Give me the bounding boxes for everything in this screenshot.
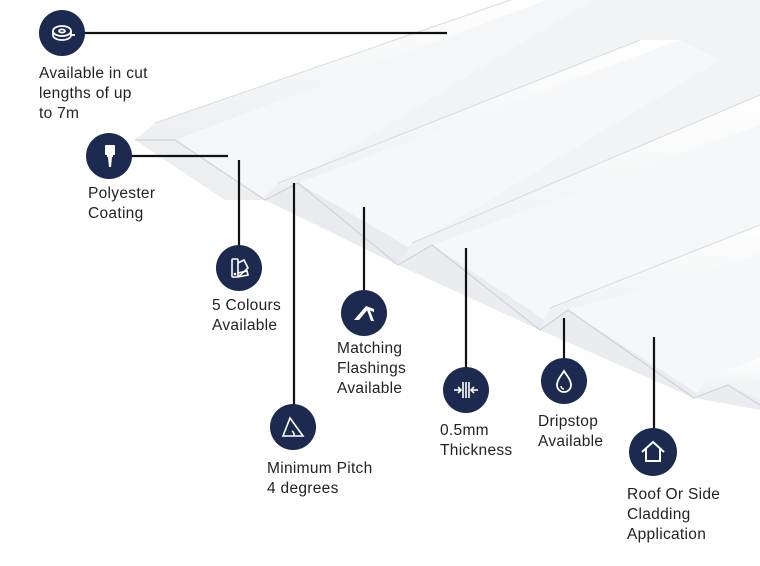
thickness-icon (443, 367, 489, 413)
leader-lines (84, 31, 656, 429)
sheet-body (135, 0, 760, 410)
house-icon (629, 428, 677, 476)
paintbrush-icon (86, 133, 132, 179)
flashing-icon (341, 290, 387, 336)
pitch-angle-icon (270, 404, 316, 450)
tape-measure-icon (39, 10, 85, 56)
colour-swatch-icon (216, 245, 262, 291)
water-drop-icon (541, 358, 587, 404)
